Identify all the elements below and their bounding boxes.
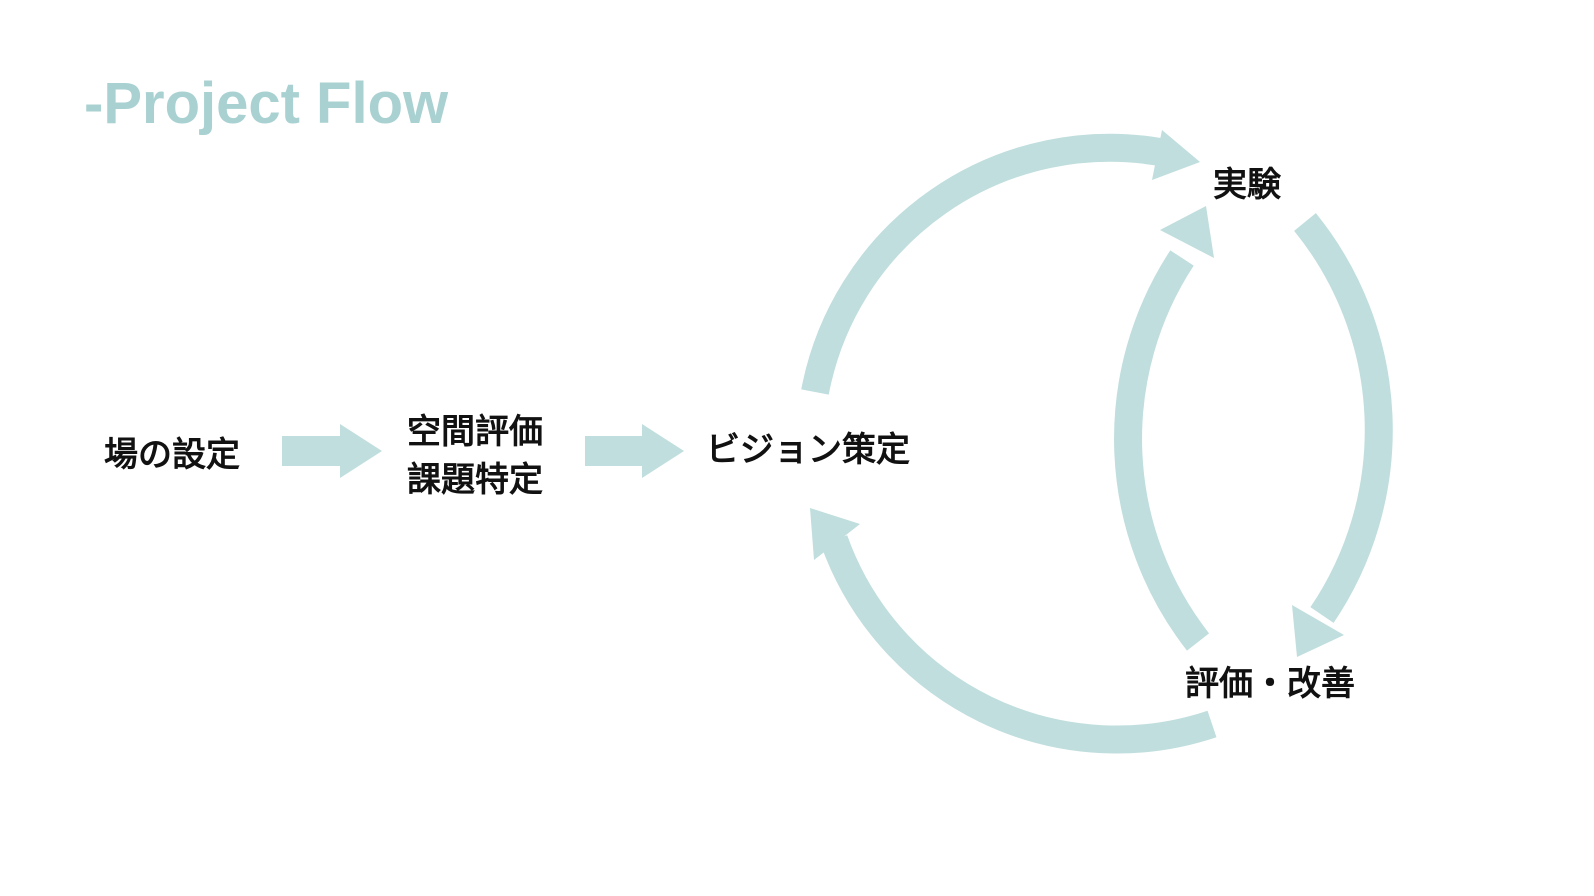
arrowhead-experiment-inner <box>1160 206 1214 258</box>
arc-vision-to-experiment <box>801 133 1163 395</box>
node-evaluation-line1: 空間評価 <box>407 412 543 452</box>
arc-experiment-to-improve <box>1294 213 1393 623</box>
node-evaluation-line2: 課題特定 <box>407 460 543 500</box>
arrow-setting-to-evaluation <box>282 424 382 478</box>
node-vision: ビジョン策定 <box>706 430 910 470</box>
node-improve: 評価・改善 <box>1185 664 1355 704</box>
arrow-evaluation-to-vision <box>585 424 684 478</box>
page-title: -Project Flow <box>84 71 449 136</box>
arrowhead-improve-right <box>1292 605 1344 657</box>
arc-improve-to-experiment <box>1114 250 1210 651</box>
node-experiment: 実験 <box>1213 165 1281 205</box>
arrowhead-vision-bottom <box>810 508 860 560</box>
node-setting: 場の設定 <box>104 435 240 475</box>
arc-improve-to-vision <box>820 535 1217 754</box>
arrowhead-experiment-top <box>1152 130 1200 180</box>
